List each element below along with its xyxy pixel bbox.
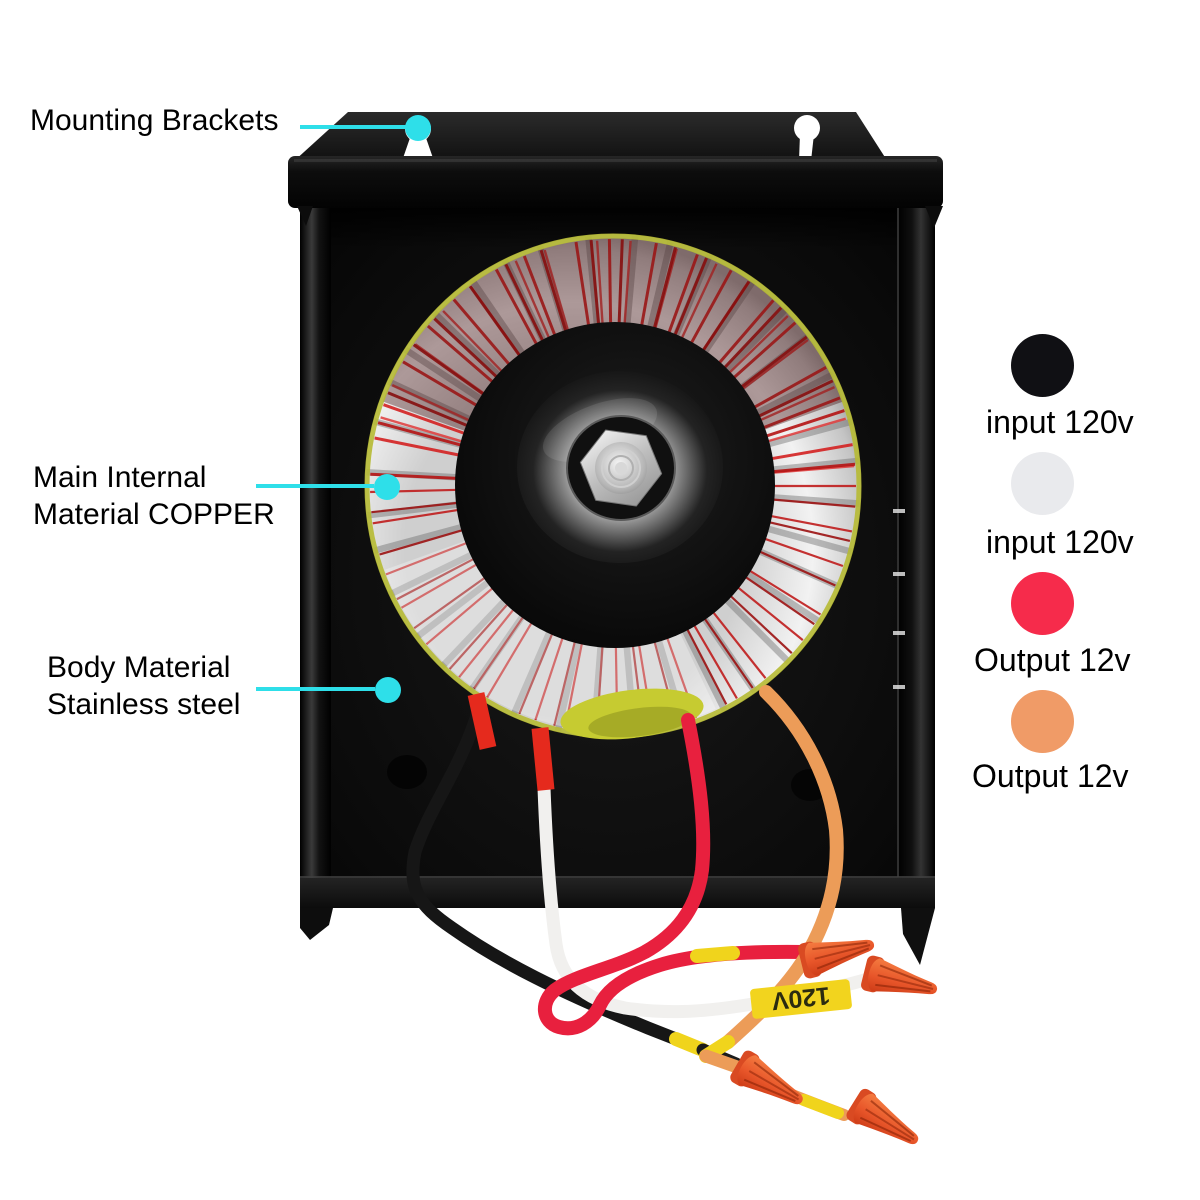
copper-winding-pattern <box>366 235 860 737</box>
voltage-tag: 120V <box>750 979 852 1019</box>
red-wire-yellow-band <box>690 946 740 963</box>
callout-mounting-brackets: Mounting Brackets <box>30 104 279 137</box>
legend-dot-input-black <box>1011 334 1074 397</box>
wire-nut-black <box>727 1047 813 1119</box>
voltage-tag-text: 120V <box>770 981 831 1015</box>
legend-dot-input-white <box>1011 452 1074 515</box>
legend-label-input-black: input 120v <box>986 404 1134 440</box>
callout-main-internal-line2: Material COPPER <box>33 498 275 531</box>
keyhole-slot-right <box>794 115 820 161</box>
callout-body-material-line1: Body Material <box>47 651 231 684</box>
legend-label-output-orange: Output 12v <box>972 758 1129 794</box>
lead-wires <box>406 685 875 1121</box>
toroidal-transformer <box>364 233 862 740</box>
callout-dot-mounting <box>405 115 431 141</box>
callout-body-material-line2: Stainless steel <box>47 688 241 721</box>
mounting-bracket <box>293 112 888 162</box>
callout-dot-body <box>375 677 401 703</box>
legend-label-input-white: input 120v <box>986 524 1134 560</box>
callout-main-internal-line1: Main Internal <box>33 461 207 494</box>
pigtail-yellow-sleeve <box>798 1094 844 1119</box>
enclosure-lid <box>288 156 943 228</box>
bottom-tab-right <box>901 908 935 965</box>
legend-dot-output-red <box>1011 572 1074 635</box>
center-bolt <box>579 429 663 507</box>
callout-main-internal: Main Internal Material COPPER <box>33 459 275 533</box>
vent-slots <box>893 509 905 689</box>
wire-nuts <box>727 925 943 1158</box>
callout-dot-copper <box>374 474 400 500</box>
callout-body-material: Body Material Stainless steel <box>47 649 240 723</box>
wire-nut-white <box>858 953 943 1009</box>
legend-label-output-red: Output 12v <box>974 642 1131 678</box>
red-sleeve-white-wire <box>531 727 555 791</box>
bottom-tab-left <box>300 908 333 940</box>
wire-nut-orange <box>843 1085 928 1158</box>
red-wire <box>538 713 812 1036</box>
red-sleeve-black-wire <box>467 692 497 750</box>
floor-dimple-left <box>387 755 427 789</box>
legend-dot-output-orange <box>1011 690 1074 753</box>
callout-pointers <box>256 115 431 703</box>
